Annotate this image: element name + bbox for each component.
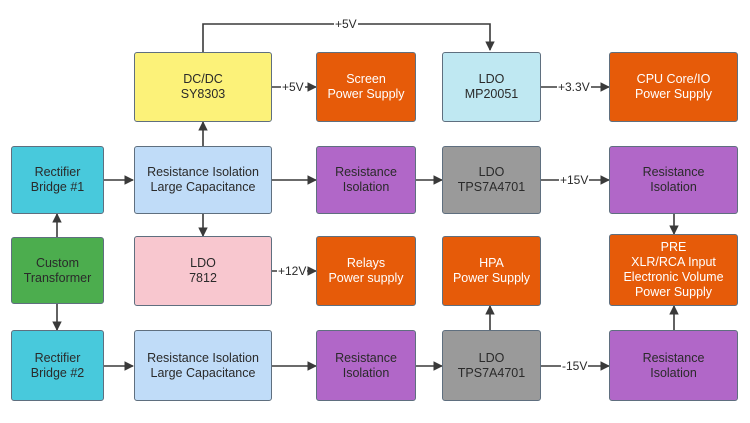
resistance-isolation-b-line1: Resistance xyxy=(335,350,397,365)
isolation-capacitance-1: Resistance Isolation Large Capacitance xyxy=(134,146,272,214)
label-neg15v: -15V xyxy=(561,359,589,373)
ldo-tps-negative-line1: LDO xyxy=(478,350,505,365)
resistance-isolation-b: Resistance Isolation xyxy=(316,330,416,401)
hpa-power-supply: HPA Power Supply xyxy=(442,236,541,306)
screen-power-supply: Screen Power Supply xyxy=(316,52,416,122)
ldo-mp20051-line1: LDO xyxy=(478,72,505,86)
resistance-isolation-a: Resistance Isolation xyxy=(316,146,416,214)
rectifier-bridge-1: Rectifier Bridge #1 xyxy=(11,146,104,214)
isolation-capacitance-2: Resistance Isolation Large Capacitance xyxy=(134,330,272,401)
custom-transformer-line1: Custom xyxy=(35,255,80,270)
label-top-5v: +5V xyxy=(334,17,358,31)
ldo-7812: LDO 7812 xyxy=(134,236,272,306)
resistance-isolation-c-line1: Resistance xyxy=(642,165,705,179)
cpu-power-supply-line2: Power Supply xyxy=(634,87,713,101)
rectifier-bridge-1-line2: Bridge #1 xyxy=(30,180,85,194)
label-15v: +15V xyxy=(559,173,590,187)
pre-power-supply-line1: PRE xyxy=(660,240,687,254)
custom-transformer-line2: Transformer xyxy=(23,270,92,285)
label-12v: +12V xyxy=(277,264,308,278)
label-dcdc-5v: +5V xyxy=(281,80,305,94)
custom-transformer: Custom Transformer xyxy=(11,237,104,304)
ldo-tps-positive-line2: TPS7A4701 xyxy=(457,180,526,194)
screen-power-supply-line1: Screen xyxy=(346,72,386,86)
ldo-tps-negative-line2: TPS7A4701 xyxy=(457,365,526,380)
rectifier-bridge-2: Rectifier Bridge #2 xyxy=(11,330,104,401)
resistance-isolation-c: Resistance Isolation xyxy=(609,146,738,214)
screen-power-supply-line2: Power Supply xyxy=(327,87,405,101)
relays-power-supply-line2: Power supply xyxy=(328,271,404,285)
ldo-tps7a4701-positive: LDO TPS7A4701 xyxy=(442,146,541,214)
resistance-isolation-d: Resistance Isolation xyxy=(609,330,738,401)
pre-power-supply-line3: Electronic Volume xyxy=(623,270,724,284)
resistance-isolation-b-line2: Isolation xyxy=(342,365,390,380)
relays-power-supply-line1: Relays xyxy=(346,256,386,270)
pre-power-supply: PRE XLR/RCA Input Electronic Volume Powe… xyxy=(609,234,738,306)
hpa-power-supply-line2: Power Supply xyxy=(452,271,531,285)
resistance-isolation-d-line2: Isolation xyxy=(650,365,697,380)
isolation-capacitance-2-line1: Resistance Isolation xyxy=(147,350,259,365)
isolation-capacitance-2-line2: Large Capacitance xyxy=(150,365,256,380)
rectifier-bridge-2-line2: Bridge #2 xyxy=(30,365,85,380)
pre-power-supply-line4: Power Supply xyxy=(634,285,713,299)
label-3v3: +3.3V xyxy=(557,80,591,94)
ldo-7812-line1: LDO xyxy=(190,256,216,270)
resistance-isolation-a-line1: Resistance xyxy=(335,165,397,179)
resistance-isolation-c-line2: Isolation xyxy=(650,180,697,194)
rectifier-bridge-2-line1: Rectifier xyxy=(34,350,81,365)
cpu-power-supply: CPU Core/IO Power Supply xyxy=(609,52,738,122)
ldo-mp20051-line2: MP20051 xyxy=(464,87,519,101)
resistance-isolation-d-line1: Resistance xyxy=(642,350,705,365)
resistance-isolation-a-line2: Isolation xyxy=(342,180,390,194)
rectifier-bridge-1-line1: Rectifier xyxy=(34,165,81,179)
dcdc-line2: SY8303 xyxy=(180,87,226,101)
ldo-mp20051: LDO MP20051 xyxy=(442,52,541,122)
pre-power-supply-line2: XLR/RCA Input xyxy=(631,255,716,269)
dcdc-line1: DC/DC xyxy=(183,72,223,86)
ldo-7812-line2: 7812 xyxy=(189,271,217,285)
hpa-power-supply-line1: HPA xyxy=(479,256,504,270)
ldo-tps-positive-line1: LDO xyxy=(478,165,505,179)
dcdc-converter: DC/DC SY8303 xyxy=(134,52,272,122)
cpu-power-supply-line1: CPU Core/IO xyxy=(636,72,711,86)
ldo-tps7a4701-negative: LDO TPS7A4701 xyxy=(442,330,541,401)
isolation-capacitance-1-line1: Resistance Isolation xyxy=(147,165,259,179)
isolation-capacitance-1-line2: Large Capacitance xyxy=(150,180,256,194)
relays-power-supply: Relays Power supply xyxy=(316,236,416,306)
